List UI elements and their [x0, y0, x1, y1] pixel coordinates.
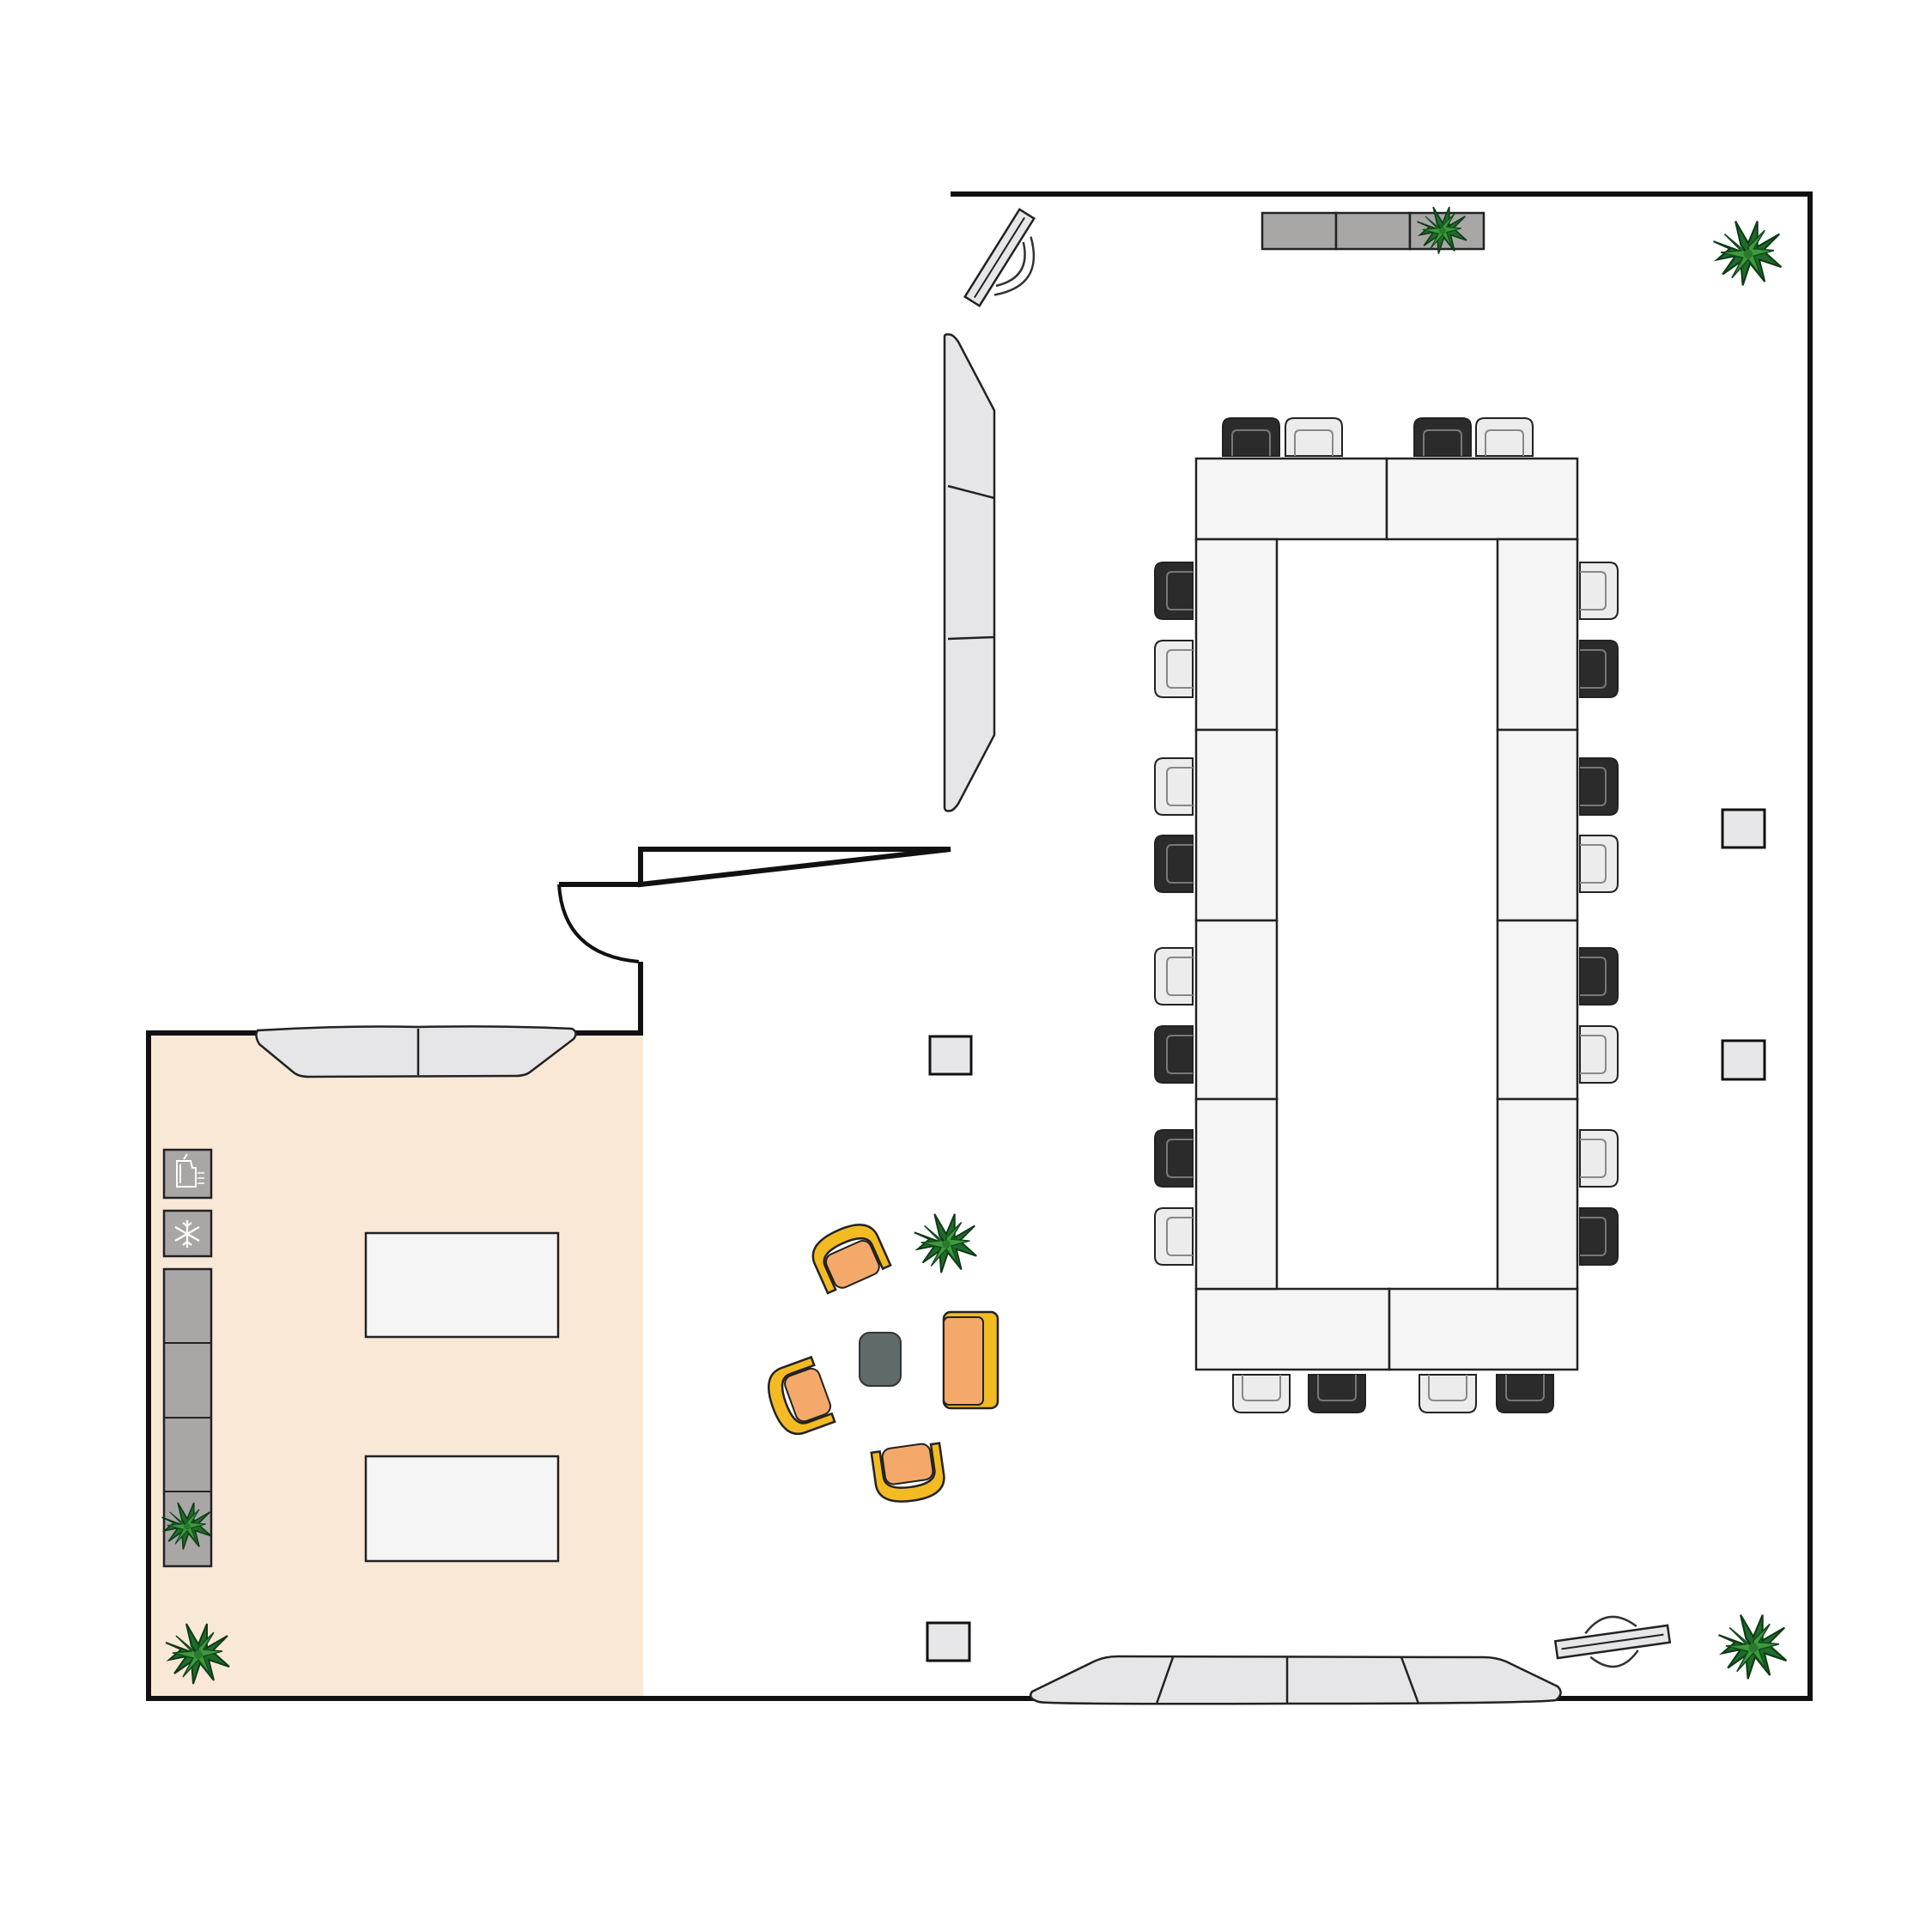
- pillar: [1721, 1039, 1766, 1081]
- chair-dark[interactable]: [1413, 417, 1472, 457]
- lounge-chair[interactable]: [806, 1217, 892, 1295]
- chair-light[interactable]: [1579, 1025, 1619, 1084]
- credenza: [1261, 211, 1485, 251]
- chair-dark[interactable]: [1496, 1374, 1554, 1413]
- sofa-left-wall[interactable]: [943, 333, 996, 812]
- chair-dark[interactable]: [1579, 757, 1619, 816]
- chair-dark[interactable]: [1154, 1129, 1194, 1188]
- plant-icon: [1712, 220, 1783, 287]
- chair-dark[interactable]: [1154, 562, 1194, 620]
- sofa-top-kitchen[interactable]: [255, 1025, 577, 1078]
- tv-display-bottom[interactable]: [1553, 1609, 1673, 1674]
- chair-light[interactable]: [1579, 1129, 1619, 1188]
- table-module: [1194, 728, 1279, 922]
- chair-dark[interactable]: [1579, 1207, 1619, 1266]
- outer-wall: [146, 191, 1813, 1701]
- conference-table: [1194, 457, 1579, 1371]
- chair-light[interactable]: [1285, 417, 1343, 457]
- pillar: [926, 1621, 971, 1662]
- pillar: [928, 1035, 973, 1076]
- chair-dark[interactable]: [1308, 1374, 1366, 1413]
- lounge-area: [761, 1217, 999, 1506]
- table-module: [1496, 538, 1579, 732]
- chair-light[interactable]: [1475, 417, 1534, 457]
- desk: [364, 1231, 560, 1339]
- table-module: [1496, 728, 1579, 922]
- chair-light[interactable]: [1419, 1374, 1477, 1413]
- tv-display-top[interactable]: [963, 208, 1056, 319]
- lounge-chair[interactable]: [761, 1355, 836, 1440]
- lounge-sofa[interactable]: [942, 1310, 999, 1410]
- chair-light[interactable]: [1579, 562, 1619, 620]
- desk: [364, 1455, 560, 1563]
- table-module: [1194, 1097, 1279, 1291]
- chair-dark[interactable]: [1222, 417, 1280, 457]
- coffee-machine-icon: [162, 1148, 213, 1200]
- table-module: [1194, 538, 1279, 732]
- table-module: [1194, 919, 1279, 1101]
- chair-dark[interactable]: [1579, 947, 1619, 1005]
- chair-light[interactable]: [1154, 640, 1194, 698]
- conference-chairs: [1154, 417, 1619, 1413]
- chair-light[interactable]: [1154, 947, 1194, 1005]
- snowflake-icon: [162, 1209, 213, 1258]
- lounge-chair[interactable]: [870, 1442, 946, 1506]
- table-module: [1385, 457, 1579, 541]
- plant-icon: [1717, 1613, 1788, 1680]
- chair-dark[interactable]: [1154, 835, 1194, 893]
- table-module: [1388, 1287, 1579, 1371]
- chair-light[interactable]: [1579, 835, 1619, 893]
- wood-floor: [149, 1033, 643, 1696]
- table-module: [1194, 1287, 1391, 1371]
- table-module: [1194, 457, 1388, 541]
- table-module: [1496, 1097, 1579, 1291]
- coffee-table: [859, 1332, 902, 1387]
- pillars: [926, 808, 1766, 1662]
- chair-light[interactable]: [1154, 757, 1194, 816]
- chair-light[interactable]: [1232, 1374, 1291, 1413]
- chair-dark[interactable]: [1579, 640, 1619, 698]
- chair-dark[interactable]: [1154, 1025, 1194, 1084]
- entrance-door[interactable]: [557, 882, 641, 963]
- pillar: [1721, 808, 1766, 849]
- table-module: [1496, 919, 1579, 1101]
- chair-light[interactable]: [1154, 1207, 1194, 1266]
- sofa-bottom-wall[interactable]: [1030, 1655, 1562, 1705]
- plant-icon: [913, 1212, 978, 1274]
